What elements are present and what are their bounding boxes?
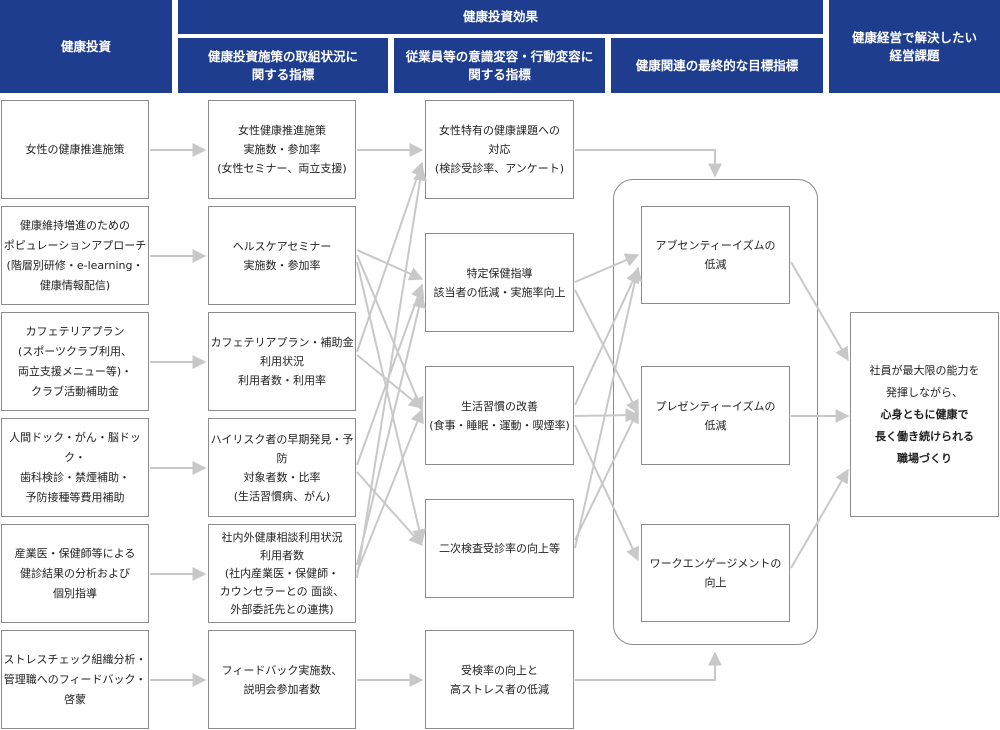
header-awareness: 従業員等の意識変容・行動変容に 関する指標	[394, 38, 605, 93]
measure-box-feedback: フィードバック実施数、 説明会参加者数	[208, 630, 356, 729]
arrow-measure3-to-behavior1	[356, 161, 425, 353]
arrow-behavior3-to-goal3	[574, 424, 640, 562]
investment-box-medical-checkup: 人間ドック・がん・脳ドック・ 歯科検診・禁煙補助・ 予防接種等費用補助	[1, 418, 149, 517]
measure-box-women-health: 女性健康推進施策 実施数・参加率 (女性セミナー、両立支援)	[208, 100, 356, 199]
measure-box-cafeteria-usage: カフェテリアプラン・補助金 利用状況 利用者数・利用率	[208, 312, 356, 411]
arrow-behavior1-to-goals	[575, 149, 722, 178]
behavior-box-stress-reduction: 受検率の向上と 高ストレス者の低減	[425, 630, 574, 729]
goals-group-frame	[613, 179, 818, 645]
arrow-measure2-to-behavior2	[356, 249, 424, 281]
investment-box-stress-check: ストレスチェック組織分析・ 管理職へのフィードバック・ 啓蒙	[1, 630, 149, 729]
arrow-behavior2-to-goal2	[574, 289, 639, 415]
arrow-behavior4-to-goal2	[574, 408, 639, 541]
arrow-measure2-to-behavior3	[356, 254, 424, 412]
behavior-box-women-issues: 女性特有の健康課題への 対応 (検診受診率、アンケート)	[425, 100, 574, 199]
goal-box-presenteeism: プレゼンティーイズムの 低減	[641, 366, 790, 465]
goal-box-work-engagement: ワークエンゲージメントの 向上	[641, 524, 790, 622]
arrow-measure4-to-behavior4	[356, 471, 423, 547]
behavior-box-health-guidance: 特定保健指導 該当者の低減・実施率向上	[425, 233, 574, 332]
arrow-behavior5-to-goals	[575, 651, 722, 681]
investment-box-women-health: 女性の健康推進施策	[1, 100, 149, 199]
investment-box-population-approach: 健康維持増進のための ポピュレーションアプローチ (階層別研修・e-learni…	[1, 206, 149, 305]
goal-box-absenteeism: アブセンティーイズムの 低減	[641, 206, 790, 304]
header-measures-status: 健康投資施策の取組状況に 関する指標	[178, 38, 388, 93]
arrow-goal3-to-issue	[790, 468, 849, 569]
header-issue: 健康経営で解決したい 経営課題	[829, 0, 1000, 93]
behavior-box-lifestyle: 生活習慣の改善 (食事・睡眠・運動・喫煙率)	[425, 366, 574, 465]
arrow-measure5-to-behavior3	[356, 408, 424, 573]
arrow-behavior4-to-goal1	[574, 266, 643, 549]
arrow-behavior2-to-goal1	[574, 253, 640, 283]
arrow-behavior3-to-goal1	[574, 268, 640, 406]
measure-box-health-consultation: 社内外健康相談利用状況 利用者数 (社内産業医・保健師・ カウンセラーとの 面談…	[208, 524, 356, 623]
header-investment: 健康投資	[0, 0, 172, 93]
investment-box-industrial-physician: 産業医・保健師等による 健診結果の分析および 個別指導	[1, 524, 149, 623]
measure-box-high-risk: ハイリスク者の早期発見・予防 対象者数・比率 (生活習慣病、がん)	[208, 418, 356, 517]
arrow-measure5-to-behavior2	[356, 293, 426, 566]
arrow-measure2-to-behavior4	[356, 261, 426, 544]
header-effect: 健康投資効果	[178, 0, 823, 34]
arrow-goal1-to-issue	[790, 261, 849, 362]
arrow-behavior3-to-goal2	[574, 408, 640, 423]
header-final-goal: 健康関連の最終的な目標指標	[611, 38, 823, 93]
investment-box-cafeteria-plan: カフェテリアプラン (スポーツクラブ利用、 両立支援メニュー等)・ クラブ活動補…	[1, 312, 149, 411]
issue-box: 社員が最大限の能力を 発揮しながら、 心身ともに健康で 長く働き続けられる 職場…	[850, 312, 999, 517]
measure-box-healthcare-seminar: ヘルスケアセミナー 実施数・参加率	[208, 206, 356, 305]
arrow-measure3-to-behavior3	[356, 354, 424, 409]
issue-strong: 心身ともに健康で 長く働き続けられる 職場づくり	[875, 407, 974, 465]
arrow-measure5-to-behavior1	[356, 166, 427, 579]
behavior-box-secondary-exam: 二次検査受診率の向上等	[425, 499, 574, 598]
issue-intro: 社員が最大限の能力を 発揮しながら、	[869, 363, 980, 399]
